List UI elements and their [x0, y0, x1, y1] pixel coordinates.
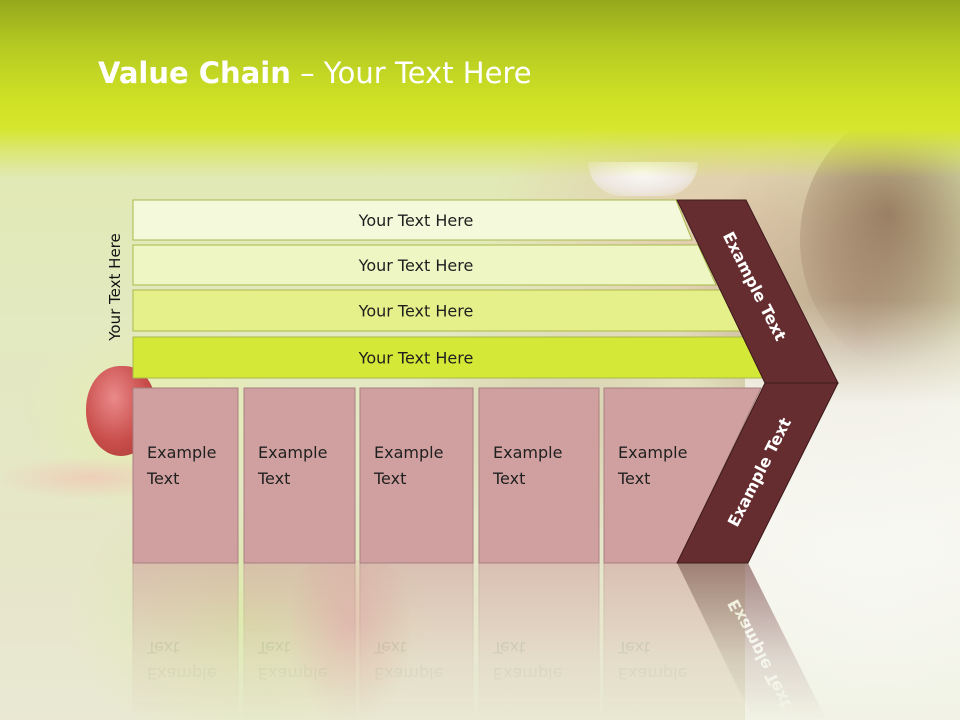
support-bar-label: Your Text Here — [358, 349, 474, 368]
reflection-cell-text: ExampleText — [146, 638, 216, 683]
reflection-cell-text: ExampleText — [373, 638, 443, 683]
reflection-cell-text: ExampleText — [617, 638, 687, 683]
support-bar-label: Your Text Here — [358, 211, 474, 230]
primary-cell-2 — [243, 387, 356, 564]
reflection-chevron-lower — [677, 563, 827, 720]
chevron-lower-arm — [676, 382, 839, 564]
diagram-reflection: ExampleText ExampleText ExampleText Example… — [132, 562, 827, 720]
title-bold: Value Chain — [98, 56, 291, 90]
title-rest: – Your Text Here — [290, 56, 532, 90]
support-bar-2 — [132, 244, 717, 286]
support-activities: Your Text Here Your Text Here Your Text … — [132, 199, 765, 379]
primary-cell-4 — [478, 387, 600, 564]
support-bar-1 — [132, 199, 693, 241]
primary-cell-3 — [359, 387, 474, 564]
background-hand — [0, 458, 150, 498]
title-banner — [0, 0, 960, 178]
slide-title: Value Chain – Your Text Here — [98, 55, 532, 91]
reflection-cell-text: ExampleText — [492, 638, 562, 683]
reflection-cell-text: ExampleText — [257, 638, 327, 683]
primary-cell-1 — [132, 387, 239, 564]
support-bar-label: Your Text Here — [358, 302, 474, 321]
support-bar-label: Your Text Here — [358, 256, 474, 275]
